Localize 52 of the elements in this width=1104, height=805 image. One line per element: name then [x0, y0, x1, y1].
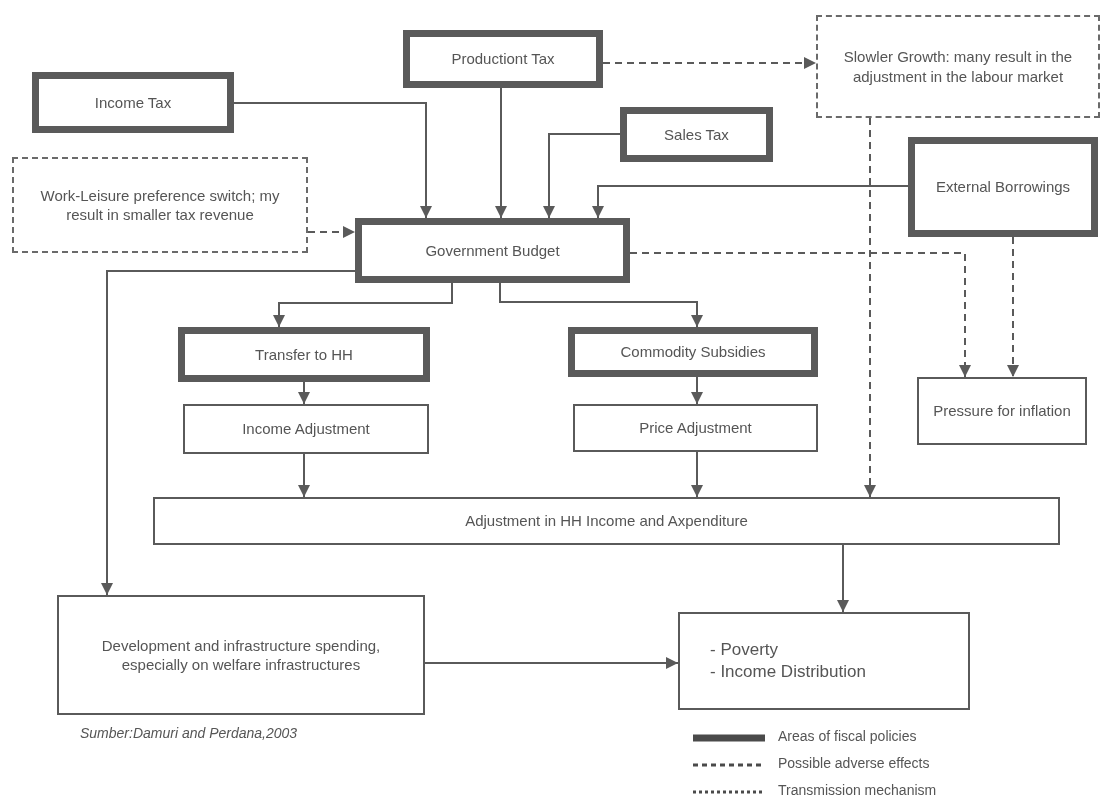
- policy-box: [403, 30, 603, 88]
- policy-box: [178, 327, 430, 382]
- node-text: Commodity Subsidies: [620, 342, 766, 362]
- process-box: [153, 497, 1060, 545]
- dashed-arrow: [629, 252, 971, 378]
- node-text: Income Adjustment: [242, 419, 370, 439]
- legend-text: Areas of fiscal policies: [778, 728, 917, 744]
- node-text: Pressure for inflation: [933, 401, 1071, 421]
- node-text: Income Tax: [94, 92, 172, 113]
- arrow: [298, 453, 310, 498]
- arrow: [424, 657, 679, 669]
- dashed-arrow: [602, 57, 817, 69]
- node-text: External Borrowings: [935, 177, 1071, 197]
- node-text: Transfer to HH: [255, 344, 353, 365]
- node-text: - Income Distribution: [710, 661, 866, 683]
- policy-box: [620, 107, 773, 162]
- policy-box: [908, 137, 1098, 237]
- effect-box: [12, 157, 308, 253]
- node-text: Slowler Growth: many result in the adjustment in the labour market: [842, 47, 1074, 86]
- arrow: [592, 185, 909, 219]
- arrow: [495, 87, 507, 219]
- node-text: Sales Tax: [664, 124, 729, 145]
- dashed-arrow: [1007, 236, 1019, 378]
- process-box: [183, 404, 429, 454]
- arrow: [233, 102, 432, 219]
- node-text: Government Budget: [425, 240, 560, 261]
- policy-box: [355, 218, 630, 283]
- node-text: Adjustment in HH Income and Axpenditure: [465, 511, 748, 531]
- arrow: [273, 282, 453, 328]
- process-box: [57, 595, 425, 715]
- node-text: - Poverty: [710, 638, 779, 661]
- node-text: Price Adjustment: [639, 418, 752, 438]
- node-text: Productiont Tax: [451, 49, 555, 69]
- arrow: [298, 381, 310, 405]
- process-box: [573, 404, 818, 452]
- outcome-box: [678, 612, 970, 710]
- arrow: [101, 270, 356, 596]
- policy-box: [32, 72, 234, 133]
- node-text: Work-Leisure preference switch; my result in smaller tax revenue: [39, 185, 281, 225]
- node-text: Development and infrastructure spending, especially on welfare infrastructures: [100, 635, 382, 675]
- arrow: [691, 451, 703, 498]
- arrow: [691, 376, 703, 405]
- effect-box: [816, 15, 1100, 118]
- arrow: [837, 544, 849, 613]
- dashed-arrow: [307, 226, 356, 238]
- process-box: [917, 377, 1087, 445]
- dashed-arrow: [864, 117, 876, 498]
- policy-box: [568, 327, 818, 377]
- legend-text: Possible adverse effects: [778, 755, 930, 771]
- arrow: [499, 282, 703, 328]
- legend-text: Transmission mechanism: [778, 782, 937, 798]
- arrow: [543, 133, 621, 219]
